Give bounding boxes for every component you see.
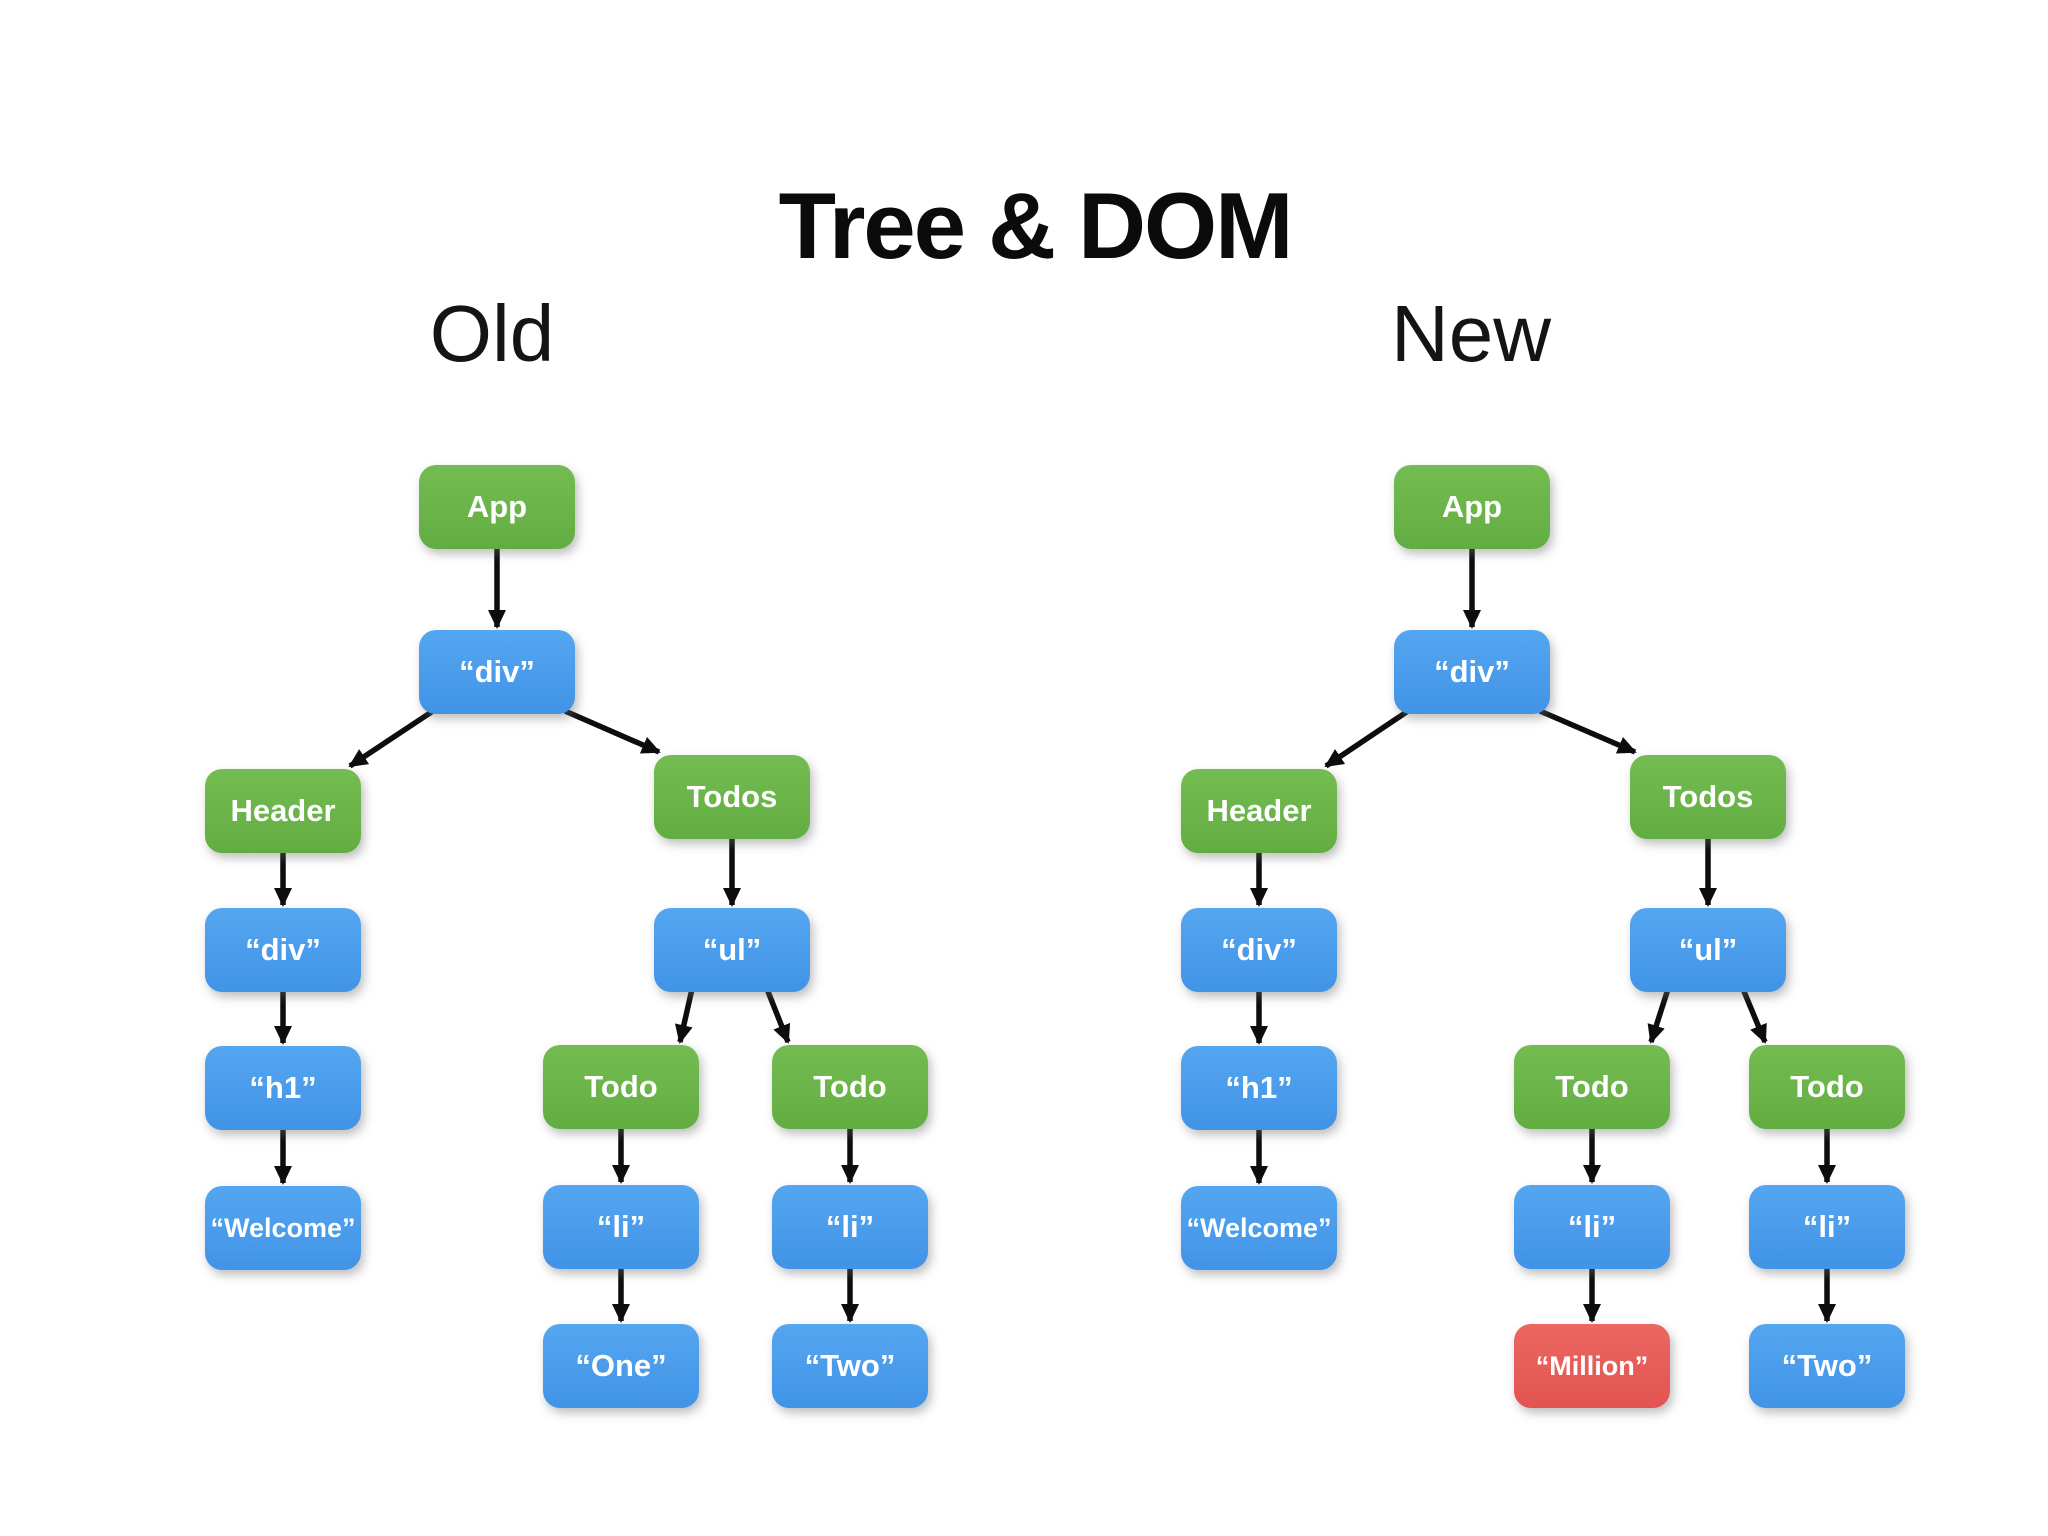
- tree-node-new-todos: Todos: [1630, 755, 1786, 839]
- tree-node-new-leafA: “Million”: [1514, 1324, 1670, 1408]
- tree-node-old-h1: “h1”: [205, 1046, 361, 1130]
- tree-label-new: New: [1390, 289, 1552, 378]
- tree-node-new-liB: “li”: [1749, 1185, 1905, 1269]
- tree-node-new-h1: “h1”: [1181, 1046, 1337, 1130]
- tree-node-new-div2: “div”: [1181, 908, 1337, 992]
- tree-node-new-app: App: [1394, 465, 1550, 549]
- tree-node-old-leafA: “One”: [543, 1324, 699, 1408]
- tree-node-new-welcome: “Welcome”: [1181, 1186, 1337, 1270]
- tree-node-old-welcome: “Welcome”: [205, 1186, 361, 1270]
- tree-node-old-todoA: Todo: [543, 1045, 699, 1129]
- tree-node-old-leafB: “Two”: [772, 1324, 928, 1408]
- tree-label-old: Old: [429, 289, 555, 378]
- tree-node-old-liA: “li”: [543, 1185, 699, 1269]
- tree-node-new-todoB: Todo: [1749, 1045, 1905, 1129]
- tree-node-new-todoA: Todo: [1514, 1045, 1670, 1129]
- tree-node-new-div1: “div”: [1394, 630, 1550, 714]
- tree-node-old-app: App: [419, 465, 575, 549]
- tree-node-new-ul: “ul”: [1630, 908, 1786, 992]
- tree-node-new-header: Header: [1181, 769, 1337, 853]
- edge-arrow-div1-todos: [1538, 708, 1637, 755]
- tree-node-new-leafB: “Two”: [1749, 1324, 1905, 1408]
- tree-node-new-liA: “li”: [1514, 1185, 1670, 1269]
- page-title: Tree & DOM: [778, 173, 1294, 278]
- edge-arrow-div1-header: [1324, 708, 1410, 769]
- tree-node-old-ul: “ul”: [654, 908, 810, 992]
- tree-node-old-header: Header: [205, 769, 361, 853]
- tree-node-old-liB: “li”: [772, 1185, 928, 1269]
- edge-arrow-ul-todoA: [674, 988, 695, 1044]
- edge-arrow-ul-todoA: [1647, 988, 1671, 1044]
- tree-node-old-todos: Todos: [654, 755, 810, 839]
- edge-arrow-ul-todoB: [1740, 987, 1768, 1044]
- edge-arrow-div1-todos: [563, 708, 661, 755]
- edge-arrow-div1-header: [348, 708, 435, 769]
- tree-node-old-div2: “div”: [205, 908, 361, 992]
- tree-node-old-todoB: Todo: [772, 1045, 928, 1129]
- edge-arrow-ul-todoB: [764, 987, 791, 1044]
- tree-node-old-div1: “div”: [419, 630, 575, 714]
